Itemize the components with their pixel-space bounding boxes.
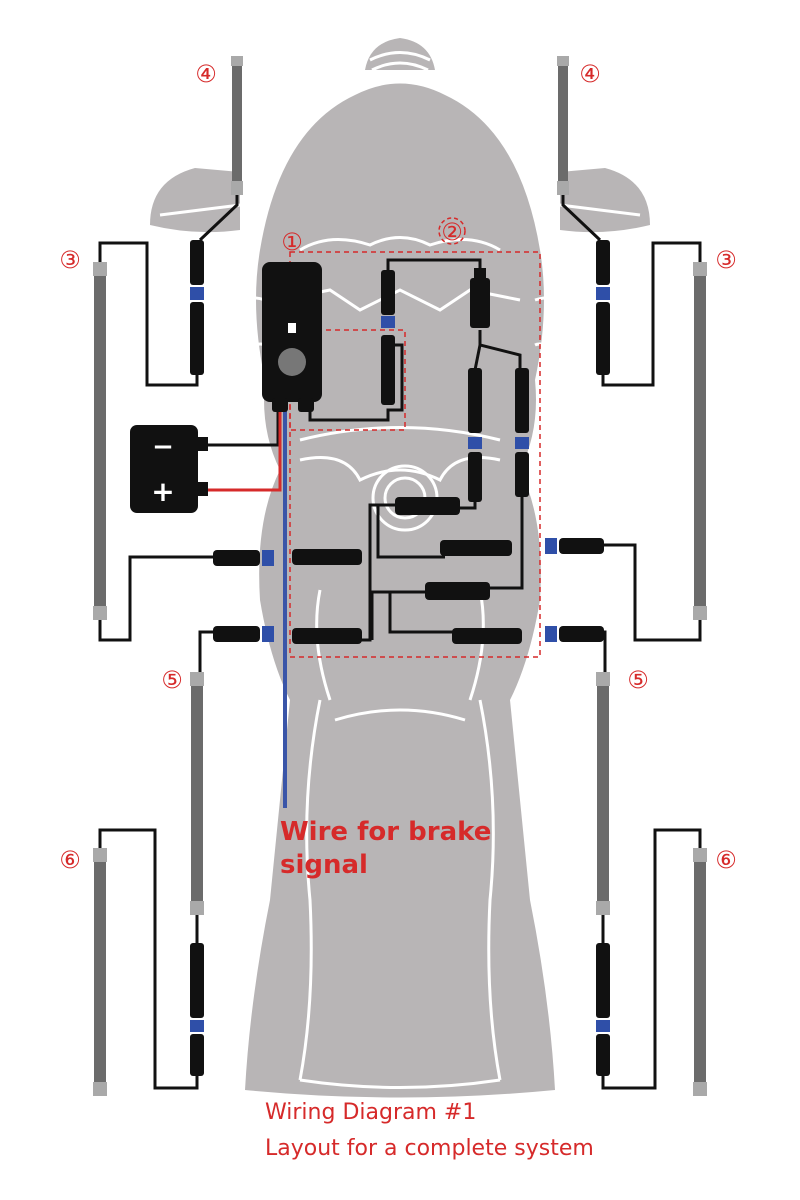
connector-side-left-upper [213, 550, 274, 566]
light-bar-4-left [231, 56, 243, 195]
label-light-3-right: ③ [715, 246, 737, 274]
connector-side-right-lower [545, 626, 604, 642]
light-bar-6-left [93, 848, 107, 1096]
light-bar-5-left [190, 672, 204, 915]
caption-subtitle: Layout for a complete system [265, 1136, 594, 1161]
connector-bottom-left [190, 943, 204, 1076]
label-hub: ② [441, 218, 463, 246]
battery-minus: − [152, 432, 174, 462]
brake-note-line1: Wire for brake [280, 817, 491, 847]
light-bar-6-right [693, 848, 707, 1096]
connector-hub-h1 [292, 549, 362, 565]
connector-mirror-left [190, 240, 204, 375]
connector-hub-left [381, 270, 395, 405]
label-light-5-left: ⑤ [161, 666, 183, 694]
connector-side-left-lower [213, 626, 274, 642]
label-light-3-left: ③ [59, 246, 81, 274]
battery-plus: + [151, 475, 174, 508]
controller-unit [262, 262, 322, 412]
power-wire [203, 410, 282, 492]
label-light-6-right: ⑥ [715, 846, 737, 874]
t-connector-upper [395, 497, 460, 515]
connector-hub-vertical-1 [468, 368, 482, 502]
connector-hub-right [470, 268, 490, 328]
label-light-6-left: ⑥ [59, 846, 81, 874]
connector-side-right-upper [545, 538, 604, 554]
wires [98, 195, 702, 1090]
t-connector-lower [425, 582, 490, 600]
label-light-4-left: ④ [195, 60, 217, 88]
light-bar-4-right [557, 56, 569, 195]
connector-hub-h4 [452, 628, 522, 644]
light-bar-5-right [596, 672, 610, 915]
brake-note-line2: signal [280, 850, 368, 880]
label-light-4-right: ④ [579, 60, 601, 88]
label-controller: ① [281, 228, 303, 256]
connector-hub-vertical-2 [515, 368, 529, 497]
vehicle-silhouette [150, 38, 650, 1098]
caption-title: Wiring Diagram #1 [265, 1100, 477, 1125]
connector-hub-h3 [292, 628, 362, 644]
light-bar-3-right [693, 262, 707, 620]
light-bar-3-left [93, 262, 107, 620]
battery-icon: − + [130, 425, 208, 513]
connector-mirror-right [596, 240, 610, 375]
label-light-5-right: ⑤ [627, 666, 649, 694]
hub-label-circle [438, 217, 466, 245]
connector-bottom-right [596, 943, 610, 1076]
connector-hub-h2 [440, 540, 512, 556]
